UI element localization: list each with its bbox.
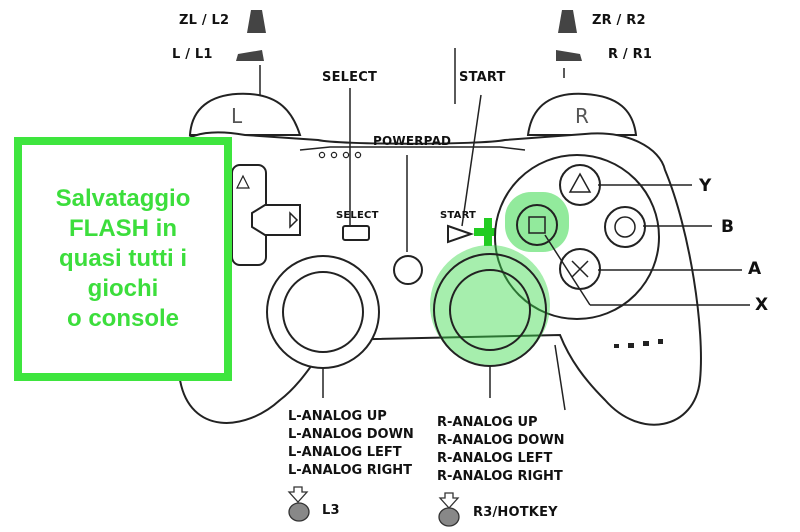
start-button[interactable] <box>447 224 475 244</box>
plus-icon <box>474 218 502 246</box>
led-3 <box>342 151 350 159</box>
l3-press-icon <box>287 486 310 522</box>
right-analog-right: R-ANALOG RIGHT <box>437 469 563 484</box>
label-select: SELECT <box>322 70 378 85</box>
label-x: X <box>755 295 769 315</box>
dpad[interactable] <box>231 164 301 266</box>
x-button[interactable] <box>516 204 558 246</box>
l-shoulder-letter: L <box>231 104 243 128</box>
flash-save-callout: Salvataggio FLASH in quasi tutti i gioch… <box>14 137 232 381</box>
left-analog-labels: L-ANALOG UP L-ANALOG DOWN L-ANALOG LEFT … <box>288 408 414 480</box>
callout-line-3: quasi tutti i <box>59 245 187 272</box>
r3-press-icon <box>438 492 460 527</box>
label-r-r1: R / R1 <box>608 47 653 62</box>
select-button[interactable] <box>342 225 370 241</box>
body-select-text: SELECT <box>336 210 379 221</box>
r1-bumper-icon <box>556 50 582 61</box>
right-analog-down: R-ANALOG DOWN <box>437 433 565 448</box>
right-analog-labels: R-ANALOG UP R-ANALOG DOWN R-ANALOG LEFT … <box>437 414 565 486</box>
right-analog-left: R-ANALOG LEFT <box>437 451 553 466</box>
label-start: START <box>459 70 506 85</box>
callout-line-1: Salvataggio <box>55 185 191 212</box>
dpad-up-arrow-icon <box>236 174 250 189</box>
led-2 <box>330 151 338 159</box>
callout-line-2: FLASH in <box>69 215 177 242</box>
powerpad-button[interactable] <box>393 255 423 285</box>
label-r3-hotkey: R3/HOTKEY <box>473 505 558 520</box>
led-4 <box>354 151 362 159</box>
label-l-l1: L / L1 <box>172 47 213 62</box>
right-analog-up: R-ANALOG UP <box>437 415 538 430</box>
label-zr-r2: ZR / R2 <box>592 13 646 28</box>
label-powerpad: POWERPAD <box>373 134 452 148</box>
y-button[interactable] <box>559 164 601 206</box>
label-l3: L3 <box>322 503 340 518</box>
l1-bumper-icon <box>236 50 264 61</box>
r-shoulder-letter: R <box>575 104 590 128</box>
body-start-text: START <box>440 210 477 221</box>
triangle-icon <box>568 172 592 193</box>
dpad-right-arrow-icon <box>289 211 299 229</box>
label-b: B <box>721 217 735 237</box>
left-analog-right: L-ANALOG RIGHT <box>288 463 413 478</box>
left-analog-up: L-ANALOG UP <box>288 409 387 424</box>
grip-dots <box>614 339 663 348</box>
callout-line-5: o console <box>66 305 180 332</box>
label-a: A <box>748 259 762 279</box>
callout-text: Salvataggio FLASH in quasi tutti i gioch… <box>56 184 191 334</box>
zr-trigger-icon <box>558 10 577 33</box>
cross-icon <box>571 260 589 278</box>
led-1 <box>318 151 326 159</box>
b-button[interactable] <box>604 206 646 248</box>
label-zl-l2: ZL / L2 <box>179 13 230 28</box>
left-analog-stick[interactable] <box>266 255 380 369</box>
left-analog-left: L-ANALOG LEFT <box>288 445 402 460</box>
left-analog-down: L-ANALOG DOWN <box>288 427 414 442</box>
square-icon <box>528 216 546 234</box>
circle-icon <box>614 216 636 238</box>
zl-trigger-icon <box>247 10 266 33</box>
label-y: Y <box>699 176 712 196</box>
callout-line-4: giochi <box>87 275 159 302</box>
